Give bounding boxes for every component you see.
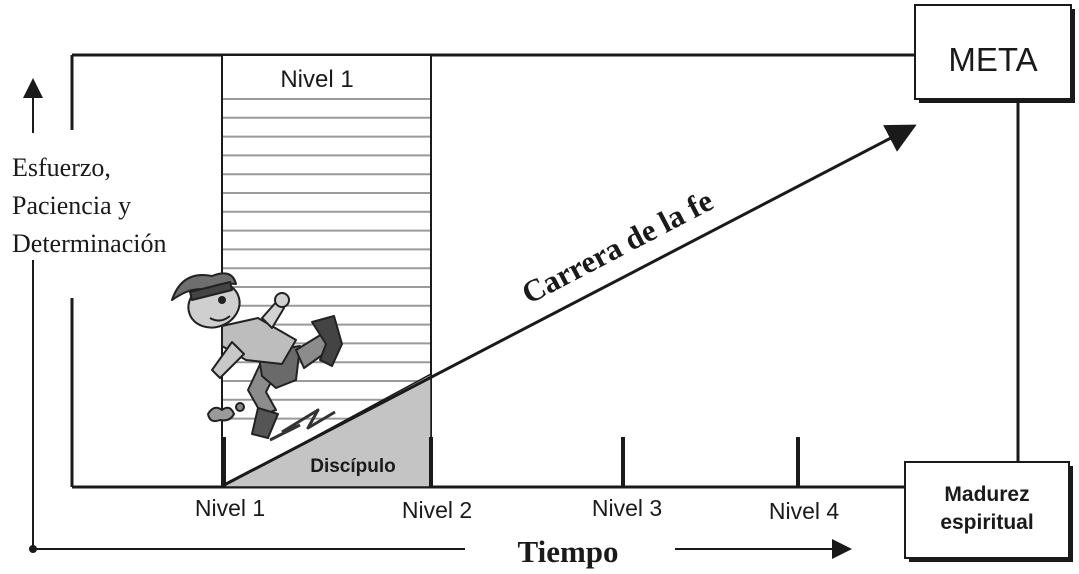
level-label-1: Nivel 1 xyxy=(195,495,265,521)
staircase-title: Nivel 1 xyxy=(280,66,353,93)
y-axis-label-line1: Esfuerzo, xyxy=(12,153,111,182)
level-ticks xyxy=(222,437,800,487)
goal-label: META xyxy=(948,41,1037,78)
level-label-4: Nivel 4 xyxy=(769,498,840,524)
disciple-label: Discípulo xyxy=(310,456,396,477)
outer-frame xyxy=(70,53,1020,489)
faith-race-label: Carrera de la fe xyxy=(516,183,719,311)
maturity-box: Madurez espiritual xyxy=(904,461,1073,562)
level-label-2: Nivel 2 xyxy=(402,497,472,523)
level-label-3: Nivel 3 xyxy=(592,495,662,521)
maturity-label-line2: espiritual xyxy=(940,511,1033,534)
running-man-icon xyxy=(171,272,343,442)
faith-race-arrow xyxy=(223,124,917,487)
maturity-label-line1: Madurez xyxy=(944,483,1029,506)
y-axis-label-line2: Paciencia y xyxy=(12,191,131,220)
y-axis-label-line3: Determinación xyxy=(12,229,167,258)
x-axis-label: Tiempo xyxy=(517,534,618,569)
goal-box: META xyxy=(914,4,1075,103)
